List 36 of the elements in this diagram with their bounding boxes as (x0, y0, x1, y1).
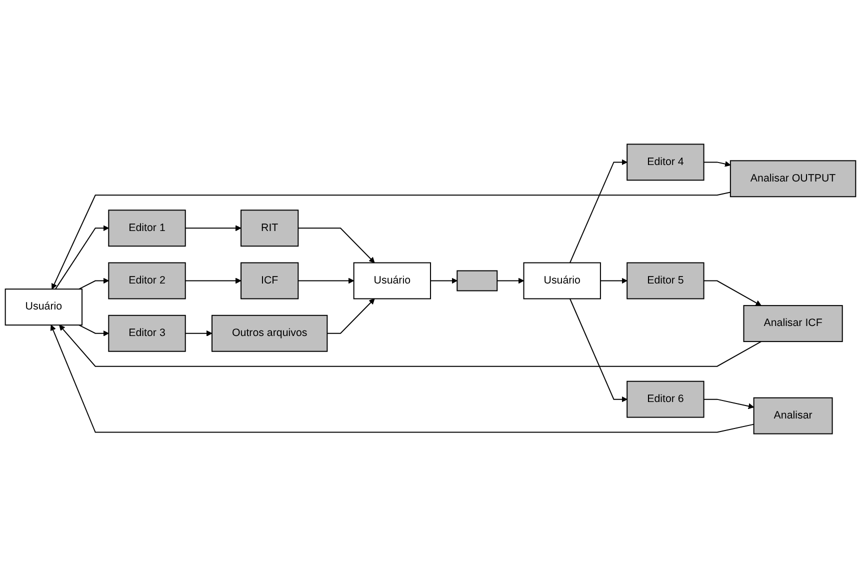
arrow (496, 278, 524, 284)
arrow (703, 161, 731, 167)
node-box: ICF (240, 262, 299, 300)
arrow (298, 278, 354, 284)
node-box (456, 270, 498, 292)
arrow (184, 278, 242, 284)
arrow (59, 324, 762, 367)
node-box: Usuário (523, 262, 601, 300)
node-box: Editor 5 (626, 262, 704, 300)
arrow (184, 225, 242, 232)
arrow (54, 225, 109, 290)
node-box: Usuário (353, 262, 432, 300)
node-box: Editor 2 (108, 262, 186, 300)
node-box: Analisar OUTPUT (730, 160, 856, 198)
arrow (600, 278, 628, 284)
node-box: Analisar ICF (743, 305, 843, 342)
node-box: Editor 1 (108, 210, 186, 247)
arrow (703, 398, 754, 410)
arrow (184, 330, 212, 336)
arrow (298, 228, 375, 264)
node-box: Editor 6 (626, 380, 704, 418)
node-box: Usuário (4, 288, 83, 326)
node-box: Editor 3 (108, 314, 186, 352)
arrow (78, 324, 109, 336)
arrow (703, 280, 762, 306)
node-box: RIT (240, 210, 299, 247)
arrow (569, 159, 628, 264)
arrow (50, 324, 754, 433)
arrow (430, 278, 458, 284)
arrow (326, 298, 375, 334)
arrow (52, 192, 731, 290)
node-box: Analisar (753, 397, 833, 434)
arrow (78, 278, 109, 290)
arrow (569, 298, 628, 402)
node-box: Editor 4 (626, 144, 704, 181)
node-box: Outros arquivos (212, 314, 328, 352)
